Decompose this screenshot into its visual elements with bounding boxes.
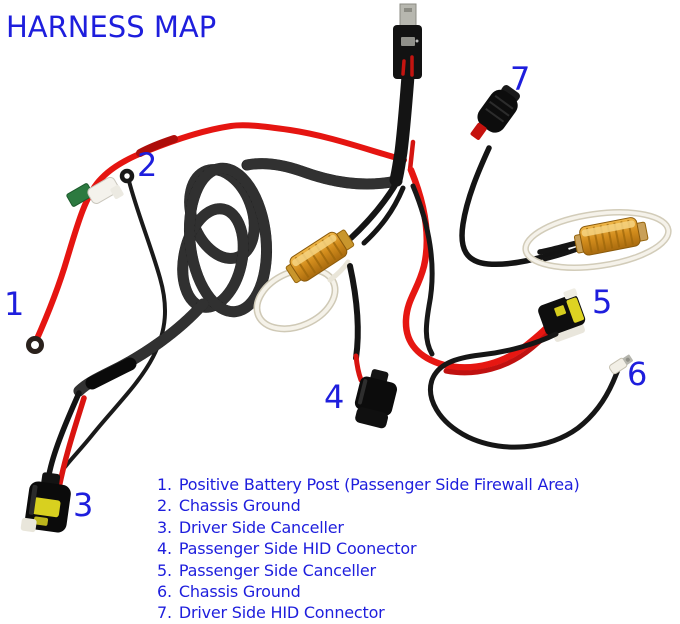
legend-item-number: 7. <box>157 603 172 623</box>
wire-to-connector4 <box>347 263 361 361</box>
legend-item-number: 4. <box>157 539 172 559</box>
relay-body <box>393 25 422 79</box>
relay-trunk <box>389 69 416 187</box>
legend-item-label: Positive Battery Post (Passenger Side Fi… <box>178 475 580 494</box>
chassis-ground-wire-6 <box>428 331 633 450</box>
legend-item: 4. Passenger Side HID Coonector <box>157 538 672 559</box>
ground-spade-terminal-6 <box>608 354 633 375</box>
canceller-connector-3 <box>20 472 71 533</box>
battery-ring-terminal <box>26 336 44 354</box>
canceller-connector-5 <box>538 288 586 342</box>
left-canceller-assembly <box>253 179 406 383</box>
relay-speck <box>415 39 419 43</box>
right-canceller-assembly <box>522 209 672 271</box>
legend-item-label: Passenger Side HID Coonector <box>178 539 417 559</box>
legend-item-number: 5. <box>157 560 172 580</box>
part-number-marker: 3 <box>73 486 94 524</box>
corrugated-loom-coil <box>44 158 403 492</box>
relay-window <box>401 37 415 46</box>
loom-end-sheath <box>85 357 137 390</box>
legend-item-number: 2. <box>157 496 172 516</box>
legend-item-number: 1. <box>157 475 172 494</box>
inline-fuse-holder <box>66 176 124 207</box>
legend-item: 7. Driver Side HID Connector <box>157 602 672 623</box>
connector3-red-lead <box>56 395 87 491</box>
part-number-marker: 2 <box>137 146 158 184</box>
legend-item-label: Driver Side HID Connector <box>178 603 385 623</box>
part-number-marker: 1 <box>4 285 25 323</box>
trunk-black-branch <box>410 183 435 357</box>
legend-item: 6. Chassis Ground <box>157 581 672 602</box>
relay-red-wires <box>401 55 414 77</box>
legend-item: 2. Chassis Ground <box>157 495 672 516</box>
part-number-marker: 7 <box>510 60 531 98</box>
part-number-marker: 6 <box>627 355 648 393</box>
fuse-white-body <box>87 176 120 204</box>
legend-item-number: 3. <box>157 517 172 537</box>
spade-slot <box>404 8 412 12</box>
legend-item: 1. Positive Battery Post (Passenger Side… <box>157 474 672 495</box>
heat-shrink-sleeve <box>136 135 178 157</box>
page-title: HARNESS MAP <box>6 10 217 44</box>
legend-item: 5. Passenger Side Canceller <box>157 560 672 581</box>
ground-ring-terminal-2 <box>119 168 135 184</box>
fuse-white-nub <box>110 185 124 199</box>
spade-terminal <box>399 3 417 28</box>
legend-item-label: Passenger Side Canceller <box>178 560 376 580</box>
legend-item-label: Chassis Ground <box>178 582 301 602</box>
hid-connector-7-assembly <box>459 85 569 268</box>
relay-fuse-holder <box>393 3 422 79</box>
legend: 1. Positive Battery Post (Passenger Side… <box>157 474 672 624</box>
part-number-marker: 4 <box>324 378 345 416</box>
canceller-resistor-right <box>573 217 649 256</box>
legend-item-label: Chassis Ground <box>178 496 301 516</box>
legend-item-label: Driver Side Canceller <box>178 517 344 537</box>
legend-item-number: 6. <box>157 582 172 602</box>
chassis-ground-wire-2 <box>63 179 168 469</box>
legend-item: 3. Driver Side Canceller <box>157 517 672 538</box>
hid-connector-4 <box>354 369 398 429</box>
canceller-resistor-left <box>285 229 355 284</box>
hid-connector-7 <box>470 85 520 140</box>
part-number-marker: 5 <box>592 283 613 321</box>
battery-positive-wire <box>33 122 407 344</box>
